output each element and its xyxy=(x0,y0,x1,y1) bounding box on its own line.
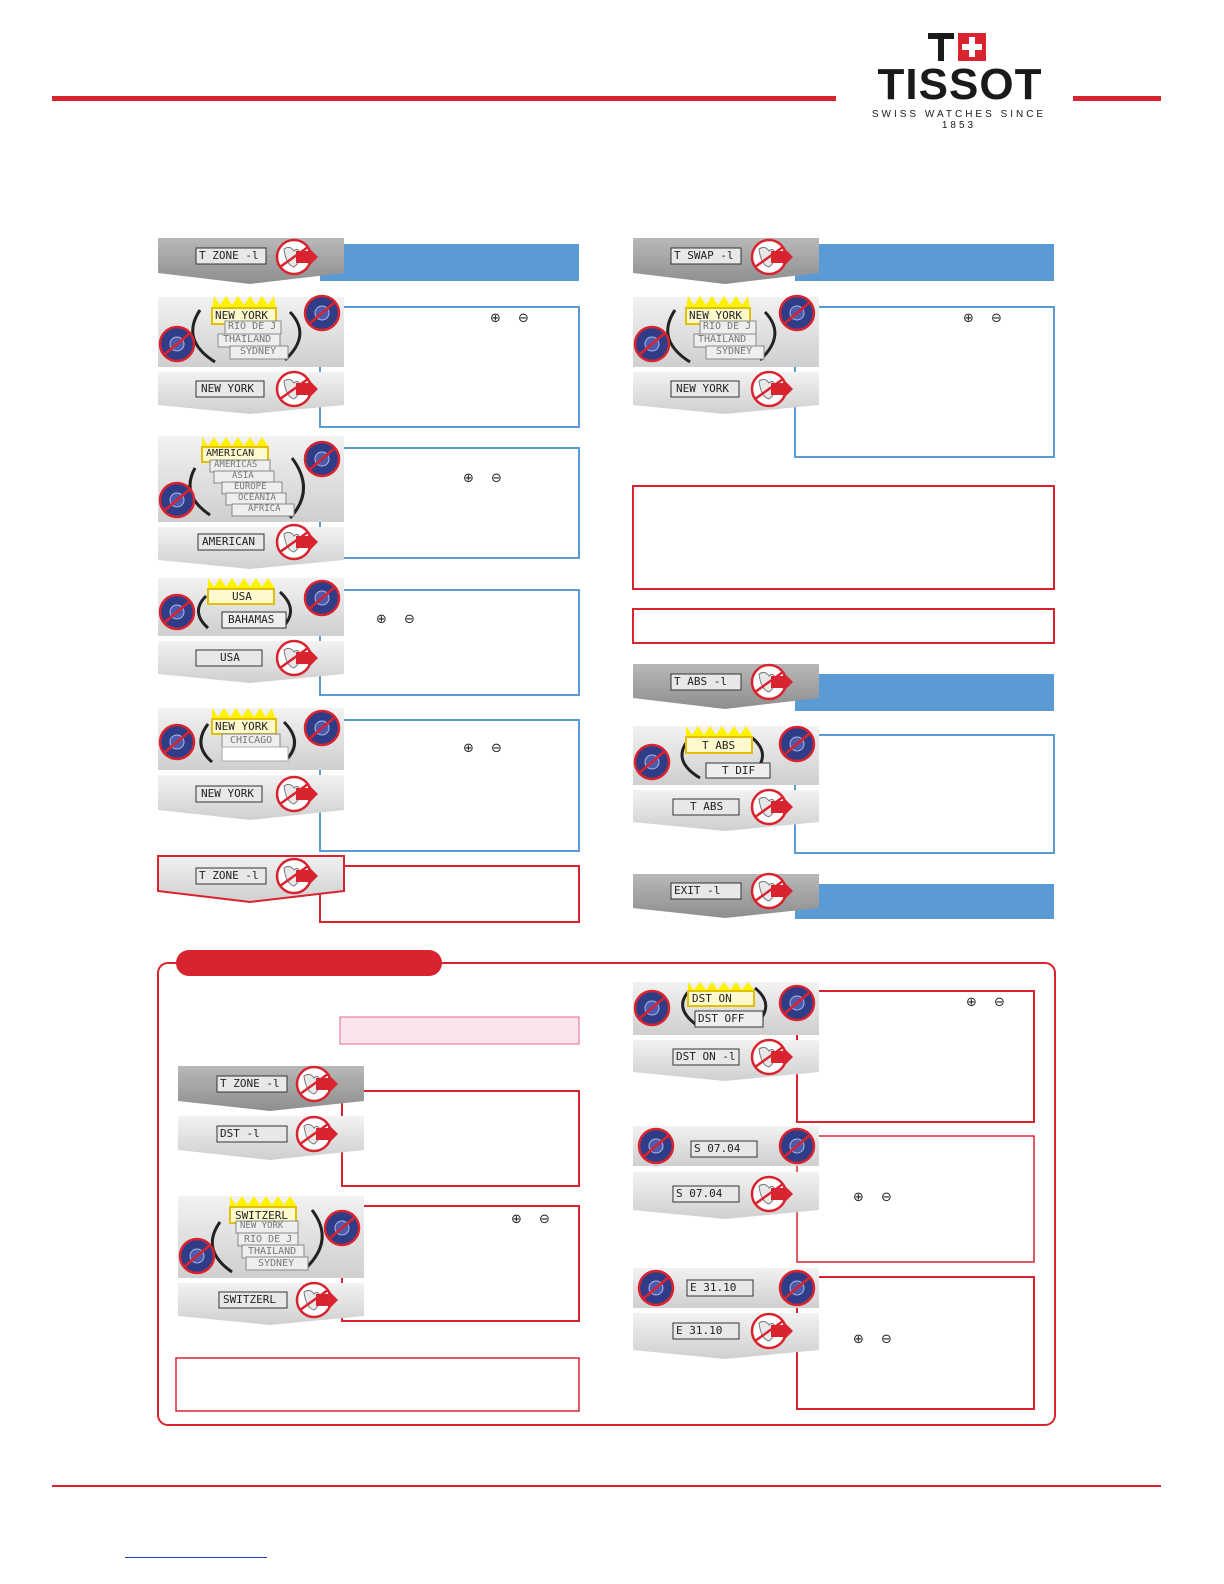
plus-symbol-2: ⊕ xyxy=(463,471,474,486)
lcd-tabs-confirm: T ABS xyxy=(690,800,724,813)
dst-step-onoff xyxy=(633,982,1035,1123)
lcd-exit-banner: EXIT -l xyxy=(674,884,721,897)
lcd-american: AMERICAN xyxy=(206,448,255,459)
step-country-select xyxy=(158,578,580,696)
lcd-thailand: THAILAND xyxy=(223,334,272,345)
lcd-tdif: T DIF xyxy=(722,764,756,777)
lcd-chicago: CHICAGO xyxy=(230,735,273,746)
lcd-new-york-2: NEW YORK xyxy=(215,720,268,733)
minus-symbol-6: ⊖ xyxy=(539,1212,550,1227)
brand-logo-word: TISSOT xyxy=(877,60,1043,109)
lcd-dst-thailand: THAILAND xyxy=(248,1246,297,1257)
step-return-tzone xyxy=(157,855,580,923)
minus-symbol-9: ⊖ xyxy=(881,1332,892,1347)
dst-step-start-date xyxy=(633,1126,1035,1263)
dst-bottom-note xyxy=(175,1357,580,1412)
step-tabs-tdif xyxy=(633,725,1055,854)
lcd-swap-new-york: NEW YORK xyxy=(689,309,742,322)
plus-symbol-3: ⊕ xyxy=(376,612,387,627)
pink-callout xyxy=(339,1016,580,1045)
lcd-new-york-2-confirm: NEW YORK xyxy=(201,787,254,800)
lcd-swap-new-york-confirm: NEW YORK xyxy=(676,382,729,395)
banner-exit xyxy=(633,872,1054,919)
lcd-tzone-banner: T ZONE -l xyxy=(199,249,259,262)
plus-symbol-5: ⊕ xyxy=(963,311,974,326)
header-rule-left xyxy=(52,96,836,101)
lcd-switzerl: SWITZERL xyxy=(235,1209,288,1222)
lcd-dst-off: DST OFF xyxy=(698,1012,745,1025)
banner-tzone xyxy=(158,238,579,284)
lcd-end-date-confirm: E 31.10 xyxy=(676,1324,723,1337)
lcd-start-date: S 07.04 xyxy=(694,1142,741,1155)
minus-symbol-2: ⊖ xyxy=(491,471,502,486)
dst-section-tab xyxy=(176,950,442,976)
brand-tagline: SWISS WATCHES SINCE 1853 xyxy=(871,109,1047,131)
lcd-bahamas: BAHAMAS xyxy=(228,613,275,626)
minus-symbol-7: ⊖ xyxy=(994,995,1005,1010)
lcd-end-date: E 31.10 xyxy=(690,1281,737,1294)
tissot-cross-logo-icon xyxy=(928,33,986,61)
minus-symbol-5: ⊖ xyxy=(991,311,1002,326)
lcd-oceania: OCEANIA xyxy=(238,493,276,503)
lcd-switzerl-confirm: SWITZERL xyxy=(223,1293,276,1306)
lcd-swap-rio: RIO DE J xyxy=(703,321,752,332)
step-swap-city xyxy=(633,294,1055,458)
lcd-africa: AFRICA xyxy=(248,504,281,514)
banner-tswap xyxy=(633,238,1054,284)
lcd-tabs-banner: T ABS -l xyxy=(674,675,727,688)
lcd-americas: AMERICAS xyxy=(214,460,258,470)
lcd-dst-on: DST ON xyxy=(692,992,732,1005)
dst-step-city xyxy=(178,1196,580,1325)
step-city-select xyxy=(158,294,580,428)
plus-symbol-4: ⊕ xyxy=(463,741,474,756)
step-city-confirm xyxy=(158,708,580,852)
lcd-dst-new-york: NEW YORK xyxy=(240,1221,284,1231)
lcd-tabs: T ABS xyxy=(702,739,736,752)
header-rule-right xyxy=(1073,96,1161,101)
lcd-swap-thailand: THAILAND xyxy=(698,334,747,345)
step-region-select xyxy=(158,436,580,569)
minus-symbol-8: ⊖ xyxy=(881,1190,892,1205)
lcd-dst-sydney: SYDNEY xyxy=(258,1258,295,1269)
lcd-american-confirm: AMERICAN xyxy=(202,535,255,548)
lcd-dst-rio: RIO DE J xyxy=(244,1234,293,1245)
lcd-usa-confirm: USA xyxy=(220,651,240,664)
plus-symbol-6: ⊕ xyxy=(511,1212,522,1227)
note-box-large xyxy=(632,485,1055,590)
dst-step-end-date xyxy=(633,1268,1035,1410)
lcd-tzone-return: T ZONE -l xyxy=(199,869,259,882)
note-box-small xyxy=(632,608,1055,644)
plus-symbol-7: ⊕ xyxy=(966,995,977,1010)
plus-symbol-8: ⊕ xyxy=(853,1190,864,1205)
footer-rule xyxy=(52,1485,1161,1487)
lcd-asia: ASIA xyxy=(232,471,254,481)
lcd-usa: USA xyxy=(232,590,252,603)
lcd-sydney: SYDNEY xyxy=(240,346,277,357)
lcd-swap-sydney: SYDNEY xyxy=(716,346,753,357)
banner-tabs xyxy=(633,663,1054,711)
dst-section-frame xyxy=(157,962,1056,1426)
minus-symbol-4: ⊖ xyxy=(491,741,502,756)
minus-symbol-3: ⊖ xyxy=(404,612,415,627)
dst-step-menu xyxy=(178,1065,580,1187)
lcd-rio: RIO DE J xyxy=(228,321,277,332)
plus-symbol-1: ⊕ xyxy=(490,311,501,326)
footer-link-underline[interactable] xyxy=(125,1557,267,1558)
plus-symbol-9: ⊕ xyxy=(853,1332,864,1347)
lcd-europe: EUROPE xyxy=(234,482,267,492)
lcd-new-york-confirm: NEW YORK xyxy=(201,382,254,395)
lcd-tswap-banner: T SWAP -l xyxy=(674,249,734,262)
lcd-dst-menu: DST -l xyxy=(220,1127,260,1140)
lcd-start-date-confirm: S 07.04 xyxy=(676,1187,723,1200)
lcd-dst-on-menu: DST ON -l xyxy=(676,1050,736,1063)
lcd-new-york: NEW YORK xyxy=(215,309,268,322)
minus-symbol-1: ⊖ xyxy=(518,311,529,326)
lcd-dst-tzone: T ZONE -l xyxy=(220,1077,280,1090)
